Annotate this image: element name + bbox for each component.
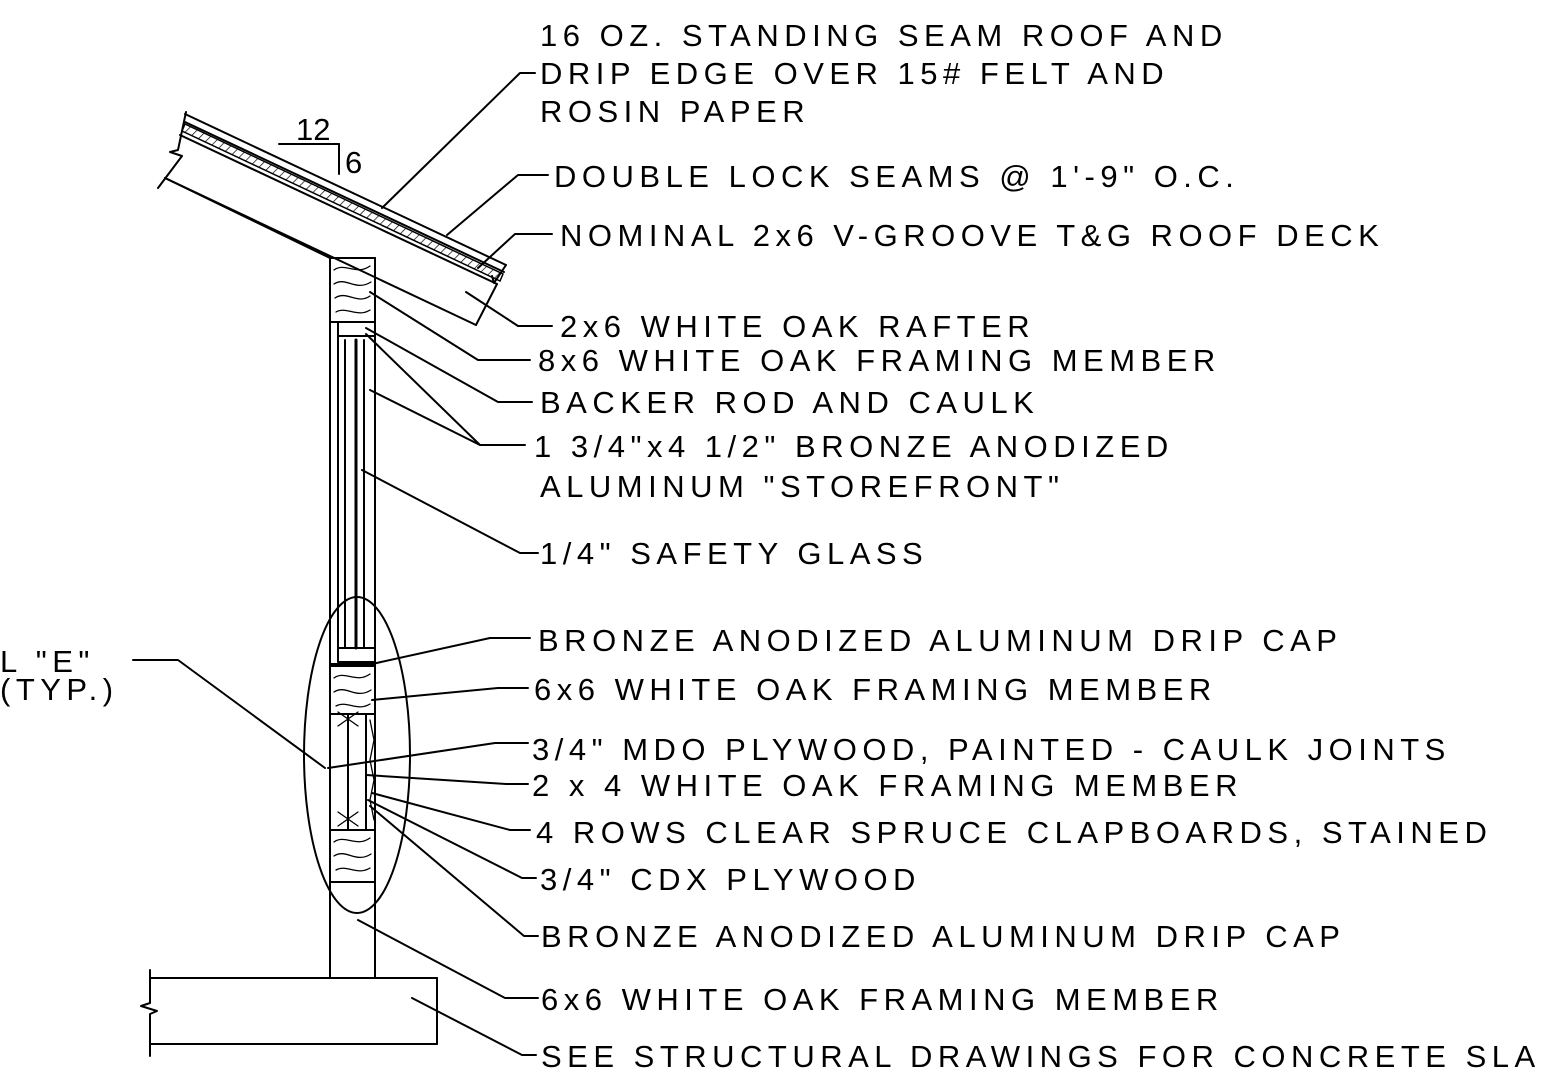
note-storefront-line1: 1 3/4"x4 1/2" BRONZE ANODIZED	[534, 429, 1174, 464]
note-drip-cap-upper: BRONZE ANODIZED ALUMINUM DRIP CAP	[538, 623, 1342, 658]
clapboards-profile	[369, 719, 375, 821]
note-text: 16 OZ. STANDING SEAM ROOF AND DRIP EDGE …	[532, 18, 1541, 1074]
concrete-slab	[140, 969, 438, 1057]
note-8x6-framing: 8x6 WHITE OAK FRAMING MEMBER	[538, 343, 1221, 378]
leader-safety-glass	[361, 469, 539, 554]
detail-callout: L "E" (TYP.)	[0, 644, 326, 769]
leader-2x4-framing	[365, 774, 529, 785]
storefront-head	[337, 321, 376, 337]
note-concrete-slab: SEE STRUCTURAL DRAWINGS FOR CONCRETE SLA…	[541, 1039, 1541, 1074]
leader-mdo-plywood	[327, 742, 529, 769]
leader-backer-rod	[365, 327, 533, 403]
framing-6x6-upper	[329, 665, 376, 715]
cross-mark-lower	[337, 807, 359, 831]
note-storefront-line2: ALUMINUM "STOREFRONT"	[540, 469, 1064, 504]
wood-grain-6x6-upper	[333, 673, 372, 708]
note-2x4-framing: 2 x 4 WHITE OAK FRAMING MEMBER	[532, 768, 1243, 803]
note-double-lock-seams: DOUBLE LOCK SEAMS @ 1'-9" O.C.	[554, 159, 1239, 194]
leader-drip-cap-lower	[369, 805, 539, 937]
note-6x6-framing-lower: 6x6 WHITE OAK FRAMING MEMBER	[541, 982, 1224, 1017]
leader-double-lock-seams	[446, 174, 549, 236]
drip-edge	[491, 264, 507, 284]
slope-run: 12	[296, 112, 330, 147]
note-cdx-plywood: 3/4" CDX PLYWOOD	[540, 862, 921, 897]
leader-concrete-slab	[411, 997, 537, 1056]
roof-deck-bottom-line	[179, 134, 498, 285]
wood-grain-8x6	[333, 265, 372, 314]
leader-rafter	[465, 291, 553, 327]
note-rafter: 2x6 WHITE OAK RAFTER	[560, 309, 1035, 344]
note-mdo-plywood: 3/4" MDO PLYWOOD, PAINTED - CAULK JOINTS	[532, 732, 1451, 767]
detail-callout-line2: (TYP.)	[0, 672, 119, 707]
metal-roof-bottom-line	[184, 121, 505, 273]
leader-lines	[327, 72, 553, 1056]
note-standing-seam-roof-line2: DRIP EDGE OVER 15# FELT AND	[540, 56, 1169, 91]
note-6x6-framing-upper: 6x6 WHITE OAK FRAMING MEMBER	[534, 672, 1217, 707]
leader-standing-seam-roof	[381, 72, 536, 209]
leader-6x6-framing-upper	[371, 687, 529, 701]
wood-grain-6x6-lower	[333, 837, 372, 872]
note-safety-glass: 1/4" SAFETY GLASS	[540, 536, 928, 571]
note-standing-seam-roof-line3: ROSIN PAPER	[540, 94, 810, 129]
leader-6x6-framing-lower	[357, 919, 539, 999]
note-backer-rod: BACKER ROD AND CAULK	[540, 385, 1039, 420]
wall-assembly	[164, 177, 411, 979]
leader-drip-cap-upper	[371, 637, 531, 665]
leader-8x6-framing	[369, 291, 531, 361]
note-clapboards: 4 ROWS CLEAR SPRUCE CLAPBOARDS, STAINED	[536, 815, 1492, 850]
note-roof-deck: NOMINAL 2x6 V-GROOVE T&G ROOF DECK	[560, 218, 1384, 253]
leader-cdx-plywood	[367, 799, 537, 879]
slab-break-line	[140, 969, 158, 1057]
metal-roof-top-line	[184, 113, 507, 266]
leader-clapboards	[371, 792, 531, 831]
leader-storefront-b	[369, 389, 481, 446]
slope-rise: 6	[345, 145, 362, 180]
roof-assembly: 12 6	[157, 111, 507, 326]
detail-callout-leader	[132, 659, 326, 769]
note-drip-cap-lower: BRONZE ANODIZED ALUMINUM DRIP CAP	[541, 919, 1345, 954]
roof-break-line	[157, 111, 187, 189]
leader-roof-deck	[477, 233, 553, 269]
soffit-line	[164, 177, 331, 259]
note-standing-seam-roof-line1: 16 OZ. STANDING SEAM ROOF AND	[540, 18, 1228, 53]
storefront-sill	[337, 647, 376, 663]
detail-callout-line1: L "E"	[0, 644, 95, 679]
